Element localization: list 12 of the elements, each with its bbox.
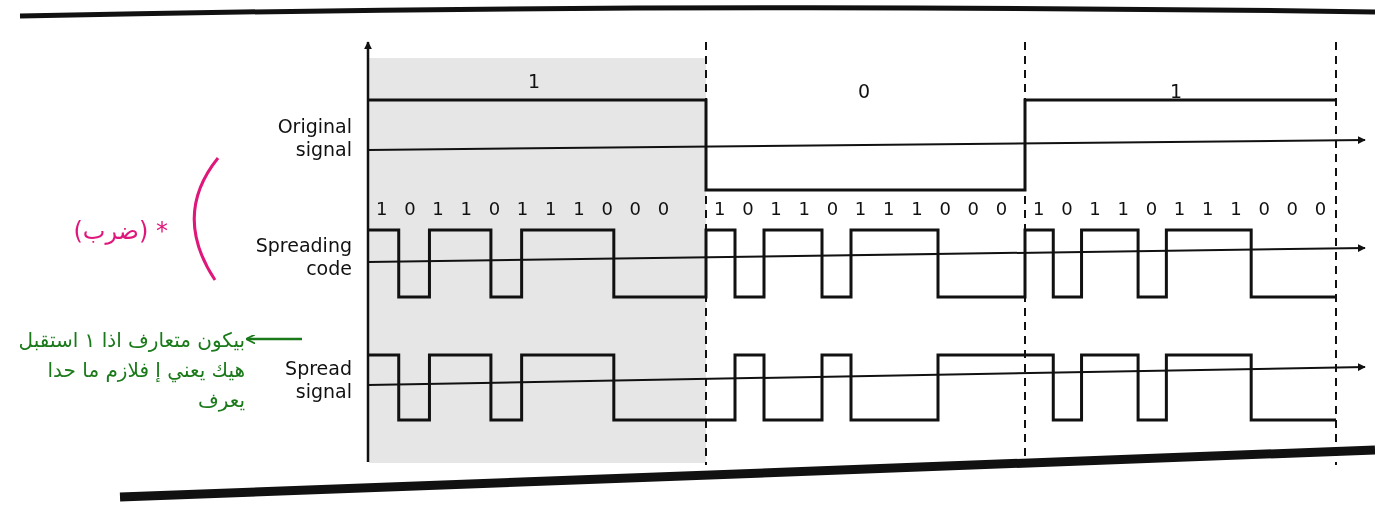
signal-label: Spread signal: [262, 357, 352, 403]
bit-sequence: 1 0 1 1 0 1 1 1 0 0 0: [1033, 197, 1327, 220]
chip-value-label: 0: [858, 80, 872, 103]
handwritten-note: بيكون متعارف اذا ١ استقبل هيك يعني إ فلازم ما حدا يعرف: [5, 325, 245, 415]
arrow: [245, 333, 302, 345]
bit-sequence: 1 0 1 1 0 1 1 1 0 0 0: [376, 197, 670, 220]
signal-label: Original signal: [276, 115, 352, 161]
handwritten-note: * (ضرب): [72, 220, 168, 243]
bit-sequence: 1 0 1 1 0 1 1 1 0 0 0: [714, 197, 1008, 220]
chip-value-label: 1: [528, 70, 542, 93]
signal-label: Spreading code: [254, 234, 352, 280]
chip-value-label: 1: [1170, 80, 1184, 103]
